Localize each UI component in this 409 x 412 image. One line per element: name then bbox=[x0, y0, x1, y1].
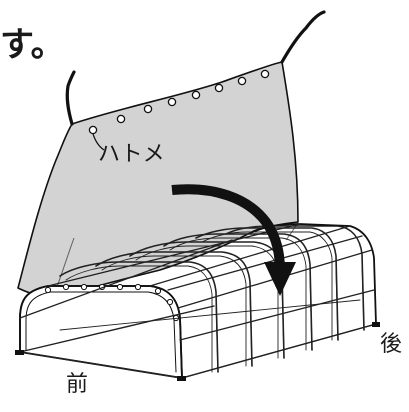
right-rope bbox=[280, 10, 326, 64]
grommet-label: ハトメ bbox=[98, 142, 165, 167]
frame-feet bbox=[15, 322, 380, 381]
caption-fragment: す。 bbox=[0, 25, 65, 65]
grommet-icon bbox=[214, 83, 224, 93]
curved-arrow-icon bbox=[171, 184, 296, 296]
front-label: 前 bbox=[66, 372, 89, 397]
grommet-icon bbox=[167, 97, 177, 107]
front-end-panel bbox=[19, 285, 183, 379]
grommet-leader-line bbox=[92, 133, 105, 151]
left-rope bbox=[65, 70, 76, 126]
grommet-icon bbox=[88, 125, 98, 135]
grommet-icon bbox=[143, 104, 153, 114]
rear-label: 後 bbox=[380, 332, 403, 357]
front-clips bbox=[44, 283, 180, 322]
grommet-icon bbox=[191, 90, 201, 100]
grommet-holes bbox=[88, 69, 270, 135]
grommet-icon bbox=[260, 69, 270, 79]
vinyl-cover-sheet bbox=[17, 61, 299, 301]
grommet-icon bbox=[116, 114, 126, 124]
base-rails bbox=[19, 299, 377, 379]
grommet-icon bbox=[237, 76, 247, 86]
